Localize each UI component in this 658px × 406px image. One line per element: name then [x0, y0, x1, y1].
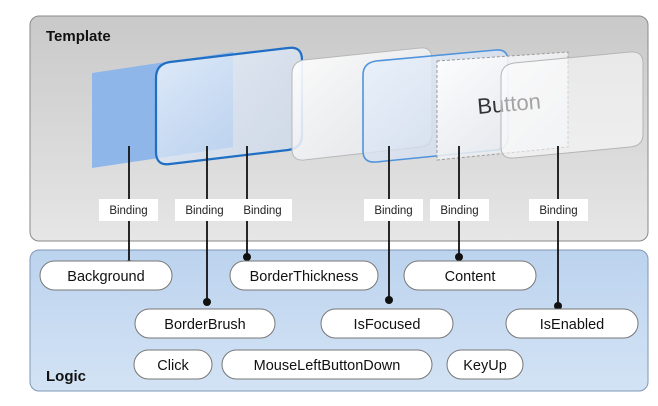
svg-text:IsFocused: IsFocused: [354, 317, 421, 333]
binding-label: Binding: [364, 199, 423, 221]
binding-label: Binding: [99, 199, 158, 221]
svg-text:Background: Background: [67, 269, 144, 285]
svg-text:Binding: Binding: [243, 205, 281, 217]
svg-text:Binding: Binding: [185, 205, 223, 217]
enabled-layer: [500, 51, 644, 159]
event-pills: Click MouseLeftButtonDown KeyUp: [133, 349, 524, 380]
svg-text:Binding: Binding: [109, 205, 147, 217]
property-pills: Background BorderThickness Content Borde…: [39, 260, 639, 339]
event-key-up: KeyUp: [446, 349, 524, 380]
svg-text:MouseLeftButtonDown: MouseLeftButtonDown: [254, 358, 401, 374]
svg-text:BorderBrush: BorderBrush: [164, 317, 245, 333]
property-is-focused: IsFocused: [320, 308, 454, 339]
svg-text:KeyUp: KeyUp: [463, 358, 507, 374]
template-title: Template: [46, 28, 111, 45]
svg-text:Click: Click: [157, 358, 189, 374]
svg-text:Binding: Binding: [374, 205, 412, 217]
binding-labels: Binding Binding Binding Binding Binding …: [99, 199, 588, 221]
property-background: Background: [39, 260, 173, 291]
svg-text:Binding: Binding: [539, 205, 577, 217]
svg-text:BorderThickness: BorderThickness: [250, 269, 359, 285]
property-is-enabled: IsEnabled: [505, 308, 639, 339]
svg-text:Content: Content: [445, 269, 496, 285]
binding-label: Binding: [430, 199, 489, 221]
binding-label: Binding: [529, 199, 588, 221]
template-layers: Button: [92, 46, 644, 168]
binding-label: Binding: [233, 199, 292, 221]
border-layer: [154, 46, 304, 166]
property-border-thickness: BorderThickness: [229, 260, 379, 291]
logic-title: Logic: [46, 368, 86, 385]
binding-label: Binding: [175, 199, 234, 221]
property-content: Content: [403, 260, 537, 291]
svg-text:Binding: Binding: [440, 205, 478, 217]
event-mouse-left-button-down: MouseLeftButtonDown: [221, 349, 433, 380]
property-border-brush: BorderBrush: [134, 308, 276, 339]
svg-text:IsEnabled: IsEnabled: [540, 317, 605, 333]
event-click: Click: [133, 349, 213, 380]
